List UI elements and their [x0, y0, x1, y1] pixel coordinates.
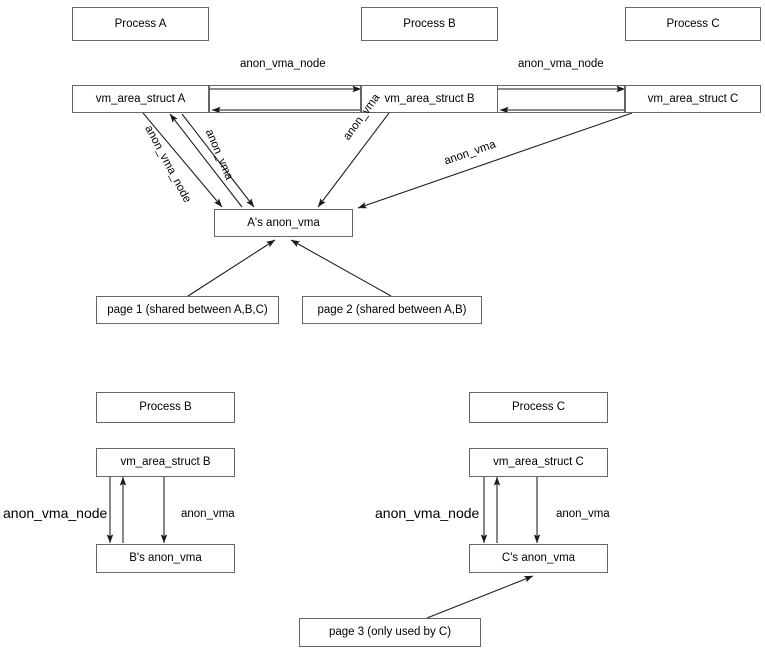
process-b-box[interactable]: Process B [361, 7, 498, 41]
vma-list-track-b-c [497, 85, 625, 113]
process-a-box[interactable]: Process A [72, 7, 209, 41]
arrow-page-1-to-a-anon-vma [187, 239, 276, 297]
process-c-2-label: Process C [511, 401, 566, 414]
page-2-label: page 2 (shared between A,B) [317, 303, 467, 316]
list-label-b-c: anon_vma_node [518, 58, 604, 70]
process-b-2-label: Process B [139, 401, 192, 414]
arrow-page-3-to-c-anon-vma [426, 575, 534, 619]
c-anon-vma-label: C's anon_vma [501, 552, 576, 565]
a-anon-vma-label: A's anon_vma [247, 216, 320, 229]
process-c-2-box[interactable]: Process C [469, 392, 608, 423]
vma-c-2-label: vm_area_struct C [493, 456, 584, 469]
vma-list-track-a-b [209, 85, 361, 113]
a-anon-vma-box[interactable]: A's anon_vma [214, 209, 353, 237]
list-label-a-b: anon_vma_node [240, 58, 326, 70]
vma-b-2-box[interactable]: vm_area_struct B [96, 448, 235, 477]
b-anon-vma-box[interactable]: B's anon_vma [96, 544, 235, 573]
edge-label-a-anon-vma-node: anon_vma_node [142, 123, 194, 205]
vma-b-2-label: vm_area_struct B [120, 456, 211, 469]
vma-c-2-box[interactable]: vm_area_struct C [469, 448, 608, 477]
process-b-2-box[interactable]: Process B [96, 392, 235, 423]
process-c-label: Process C [666, 17, 720, 30]
vma-c-label: vm_area_struct C [647, 92, 739, 105]
b-vma-edge-label: anon_vma [181, 508, 235, 520]
page-3-box[interactable]: page 3 (only used by C) [299, 618, 481, 647]
edge-label-a-anon-vma: anon_vma [202, 127, 235, 182]
vma-a-label: vm_area_struct A [95, 92, 186, 105]
arrow-vma-c-to-a-anon-vma [357, 112, 633, 209]
vma-b-box[interactable]: vm_area_struct B [361, 85, 498, 113]
process-a-label: Process A [114, 17, 167, 30]
vma-a-box[interactable]: vm_area_struct A [72, 85, 209, 113]
process-c-box[interactable]: Process C [625, 7, 761, 41]
b-anon-vma-label: B's anon_vma [129, 552, 202, 565]
arrow-page-2-to-a-anon-vma [290, 239, 392, 297]
process-b-label: Process B [403, 17, 456, 30]
vma-b-label: vm_area_struct B [384, 92, 475, 105]
c-anon-vma-box[interactable]: C's anon_vma [469, 544, 608, 573]
page-1-box[interactable]: page 1 (shared between A,B,C) [96, 296, 279, 324]
edge-label-c-anon-vma: anon_vma [442, 138, 498, 168]
vma-c-box[interactable]: vm_area_struct C [625, 85, 761, 113]
b-node-edge-label: anon_vma_node [3, 505, 108, 521]
c-vma-edge-label: anon_vma [556, 508, 610, 520]
page-2-box[interactable]: page 2 (shared between A,B) [302, 296, 482, 324]
c-node-edge-label: anon_vma_node [375, 505, 480, 521]
page-1-label: page 1 (shared between A,B,C) [107, 303, 268, 316]
page-3-label: page 3 (only used by C) [328, 626, 452, 639]
